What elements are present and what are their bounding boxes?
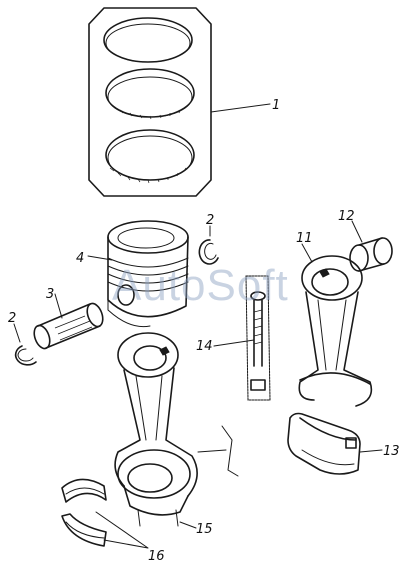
callout-11: 11 [296, 231, 313, 246]
callout-4: 4 [76, 251, 84, 266]
watermark: AutoSoft [112, 261, 289, 310]
callout-14: 14 [196, 339, 213, 354]
callout-15: 15 [196, 522, 213, 537]
section-break-mark [221, 425, 239, 477]
circlip-lower [13, 323, 37, 366]
piston [87, 220, 189, 328]
callout-1: 1 [272, 98, 280, 113]
small-end-bushing [349, 220, 393, 272]
callout-2-lower: 2 [8, 311, 16, 326]
rod-bolt [213, 275, 271, 401]
piston-rings-group [88, 7, 271, 197]
circlip-upper [198, 225, 219, 265]
callout-16: 16 [148, 549, 165, 564]
callout-13: 13 [383, 444, 400, 459]
rod-cap [287, 412, 383, 475]
connecting-rod-left [114, 332, 198, 529]
callout-12: 12 [338, 209, 355, 224]
connecting-rod-right [298, 243, 373, 407]
piston-pin [33, 293, 104, 350]
rings-frame [88, 7, 212, 197]
callout-3: 3 [46, 287, 54, 302]
bearing-shells [61, 478, 149, 549]
callout-2-upper: 2 [206, 213, 214, 228]
ring-middle [105, 68, 195, 118]
